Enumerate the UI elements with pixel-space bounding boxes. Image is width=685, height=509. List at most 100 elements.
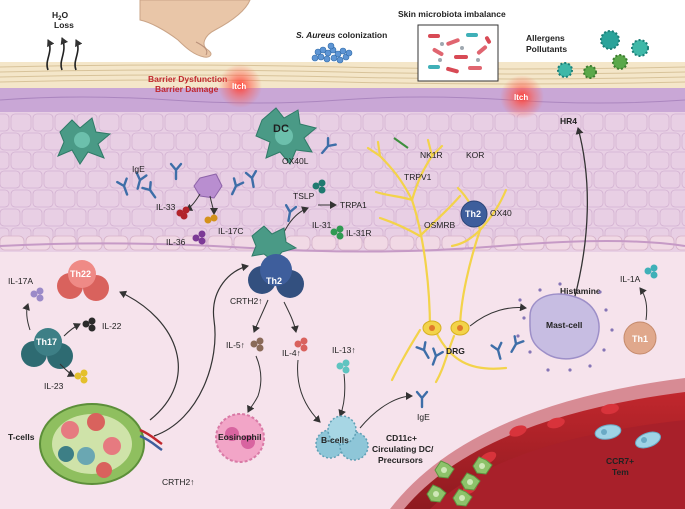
mast-granule xyxy=(528,350,532,354)
histamine-label: Histamine xyxy=(560,286,601,296)
hr4-label: HR4 xyxy=(560,116,577,126)
keratinocyte xyxy=(219,208,241,227)
h2o-loss-label: H2O xyxy=(52,10,68,22)
keratinocyte xyxy=(197,132,219,151)
antibody-icon xyxy=(244,170,258,189)
keratinocyte xyxy=(571,208,593,227)
keratinocyte xyxy=(142,113,164,132)
th17-to-il17a-arrow xyxy=(22,303,31,331)
keratinocyte xyxy=(362,189,384,208)
il1a-cytokine-icon xyxy=(644,264,658,279)
microbiota-box xyxy=(417,24,499,82)
keratinocyte xyxy=(395,132,417,151)
keratinocyte xyxy=(505,132,527,151)
microbiota-bacteria-icon xyxy=(428,33,491,74)
keratinocyte xyxy=(230,113,252,132)
keratinocyte xyxy=(494,113,516,132)
keratinocyte xyxy=(648,113,670,132)
trpv1-label: TRPV1 xyxy=(404,172,432,182)
keratinocyte xyxy=(131,208,153,227)
th17-label: Th17 xyxy=(36,337,57,347)
crth2-bottom-label: CRTH2↑ xyxy=(162,477,194,487)
mast-granule xyxy=(516,334,520,338)
il31-cytokine-icon xyxy=(330,225,344,240)
keratinocyte xyxy=(153,170,175,189)
il36-label: IL-36 xyxy=(166,237,186,247)
keratinocyte xyxy=(505,208,527,227)
bcells-to-ige-arrow xyxy=(359,392,413,429)
mast-granule xyxy=(522,316,526,320)
nk1r-label: NK1R xyxy=(420,150,443,160)
keratinocyte xyxy=(681,208,685,227)
bcells-label: B-cells xyxy=(321,435,349,445)
mast-granule xyxy=(568,368,572,372)
il17c-cytokine-icon xyxy=(204,214,218,224)
keratinocyte xyxy=(186,151,208,170)
crth2-top-label: CRTH2↑ xyxy=(230,296,262,306)
keratinocyte xyxy=(241,132,263,151)
il5-to-eosinophil-arrow xyxy=(247,355,262,413)
il4-cytokine-icon xyxy=(294,337,308,352)
keratinocyte xyxy=(516,189,538,208)
basal-cell xyxy=(415,235,441,251)
antibody-icon xyxy=(116,177,129,196)
il31r-label: IL-31R xyxy=(346,228,372,238)
keratinocyte xyxy=(461,170,483,189)
bcell-cluster xyxy=(315,415,369,461)
hand-illustration xyxy=(139,0,251,58)
stratum-corneum xyxy=(0,62,685,88)
keratinocyte xyxy=(626,151,648,170)
il22-cytokine-icon xyxy=(82,317,96,332)
keratinocyte xyxy=(626,113,648,132)
circulating-dc-cell xyxy=(452,488,473,507)
keratinocyte xyxy=(21,170,43,189)
keratinocyte xyxy=(54,189,76,208)
activated-keratinocyte xyxy=(193,173,223,199)
il23-cytokine-icon xyxy=(74,369,88,384)
il4-to-bcells-arrow xyxy=(297,359,321,423)
keratinocyte xyxy=(219,132,241,151)
keratinocyte xyxy=(340,151,362,170)
keratinocyte xyxy=(659,132,681,151)
keratinocyte xyxy=(549,208,571,227)
keratinocyte xyxy=(175,132,197,151)
dendritic-cell xyxy=(255,107,318,165)
pollutants-label: Pollutants xyxy=(526,44,567,54)
ige-top-label: IgE xyxy=(132,164,145,174)
il13-cytokine-icon xyxy=(336,359,350,374)
keratinocyte xyxy=(219,170,241,189)
basement-membrane xyxy=(0,240,685,253)
keratinocyte xyxy=(43,208,65,227)
th2-nerve-label: Th2 xyxy=(465,209,481,219)
keratinocyte xyxy=(0,151,10,170)
keratinocyte xyxy=(670,113,685,132)
keratinocyte xyxy=(32,113,54,132)
keratinocyte xyxy=(527,208,549,227)
keratinocyte xyxy=(450,113,472,132)
keratinocyte xyxy=(472,151,494,170)
keratinocyte xyxy=(32,189,54,208)
keratinocyte xyxy=(329,132,351,151)
keratinocyte xyxy=(153,208,175,227)
keratinocyte xyxy=(670,189,685,208)
keratinocyte xyxy=(0,132,21,151)
il33-cytokine-icon xyxy=(176,206,190,220)
keratinocyte xyxy=(120,189,142,208)
drg-to-mast-arrow xyxy=(469,303,527,327)
keratinocyte xyxy=(406,151,428,170)
keratinocyte xyxy=(582,113,604,132)
mast-granule xyxy=(604,308,608,312)
keratinocyte xyxy=(417,132,439,151)
keratinocyte xyxy=(197,208,219,227)
keratinocyte xyxy=(439,170,461,189)
itch-right-label: Itch xyxy=(514,93,528,102)
keratinocyte xyxy=(329,170,351,189)
keratinocyte xyxy=(109,170,131,189)
il13-to-bcells-arrow xyxy=(338,373,346,417)
keratinocyte xyxy=(241,208,263,227)
th22-cell-cluster xyxy=(57,260,109,301)
th2-main-label: Th2 xyxy=(266,276,282,286)
keratinocyte xyxy=(384,113,406,132)
mast-cell xyxy=(516,282,614,372)
keratinocyte xyxy=(604,151,626,170)
